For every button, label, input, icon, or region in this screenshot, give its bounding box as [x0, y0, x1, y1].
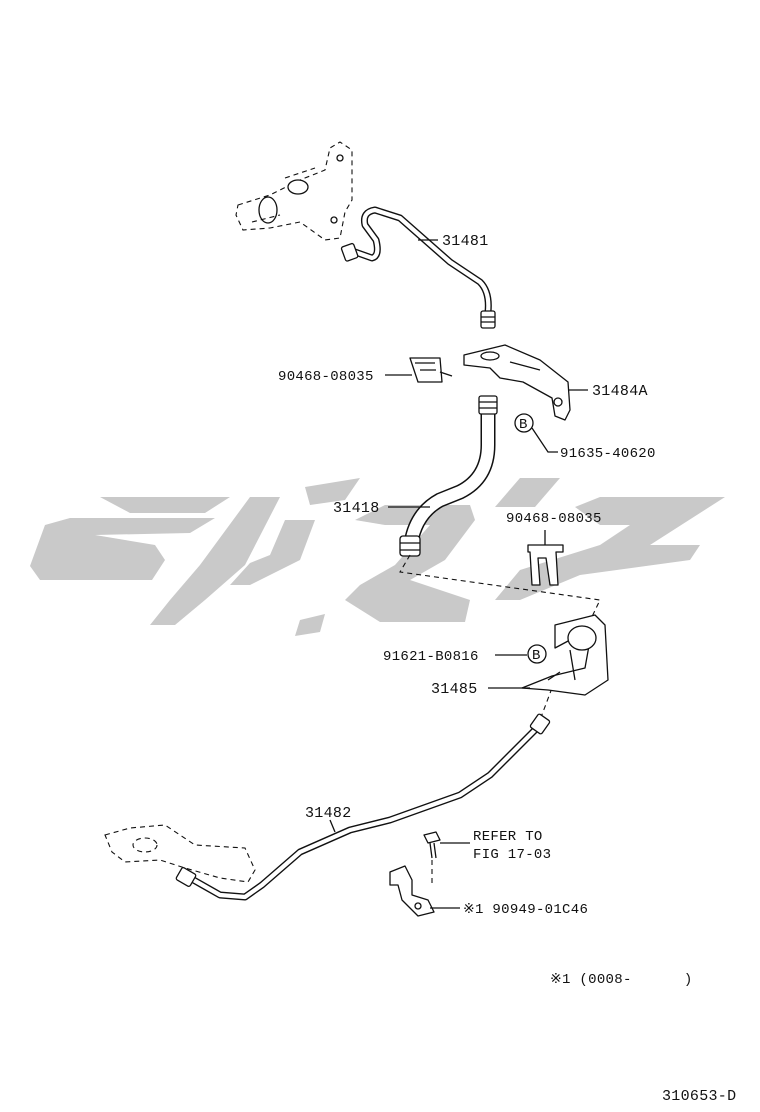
label-91635: 91635-40620: [560, 446, 656, 462]
refer-bolt: [423, 831, 441, 885]
label-31418: 31418: [333, 500, 380, 517]
wheel-cylinder: [104, 824, 256, 883]
refer-line-2: FIG 17-03: [473, 847, 551, 863]
bolt-marker-b-lower: B: [527, 644, 547, 664]
label-31481: 31481: [442, 233, 489, 250]
master-cylinder: [235, 141, 353, 241]
refer-line-1: REFER TO: [473, 829, 543, 845]
label-90468-mid: 90468-08035: [506, 511, 602, 527]
footnote: ※1 (0008- ): [550, 972, 693, 988]
brake-pipe-31481: [340, 206, 496, 329]
flexible-hose-31418: [399, 395, 498, 557]
bracket-31484A: [463, 344, 571, 421]
clamp-90949: [389, 865, 435, 917]
label-90949: ※1 90949-01C46: [463, 902, 588, 918]
label-91621: 91621-B0816: [383, 649, 479, 665]
label-90468-top: 90468-08035: [278, 369, 374, 385]
alignment-dashed-line: [399, 554, 601, 721]
bolt-marker-b-upper: B: [514, 413, 534, 433]
label-31484A: 31484A: [592, 383, 648, 400]
leader-31482: [329, 819, 336, 833]
leader-91635: [531, 427, 558, 453]
clip-90468-mid: [527, 544, 564, 586]
figure-code: 310653-D: [662, 1088, 736, 1105]
clip-90468-top: [409, 357, 453, 383]
brake-pipe-31482: [175, 713, 551, 901]
label-31485: 31485: [431, 681, 478, 698]
marker-b-upper: B: [519, 417, 528, 433]
label-31482: 31482: [305, 805, 352, 822]
marker-b-lower: B: [532, 648, 541, 664]
